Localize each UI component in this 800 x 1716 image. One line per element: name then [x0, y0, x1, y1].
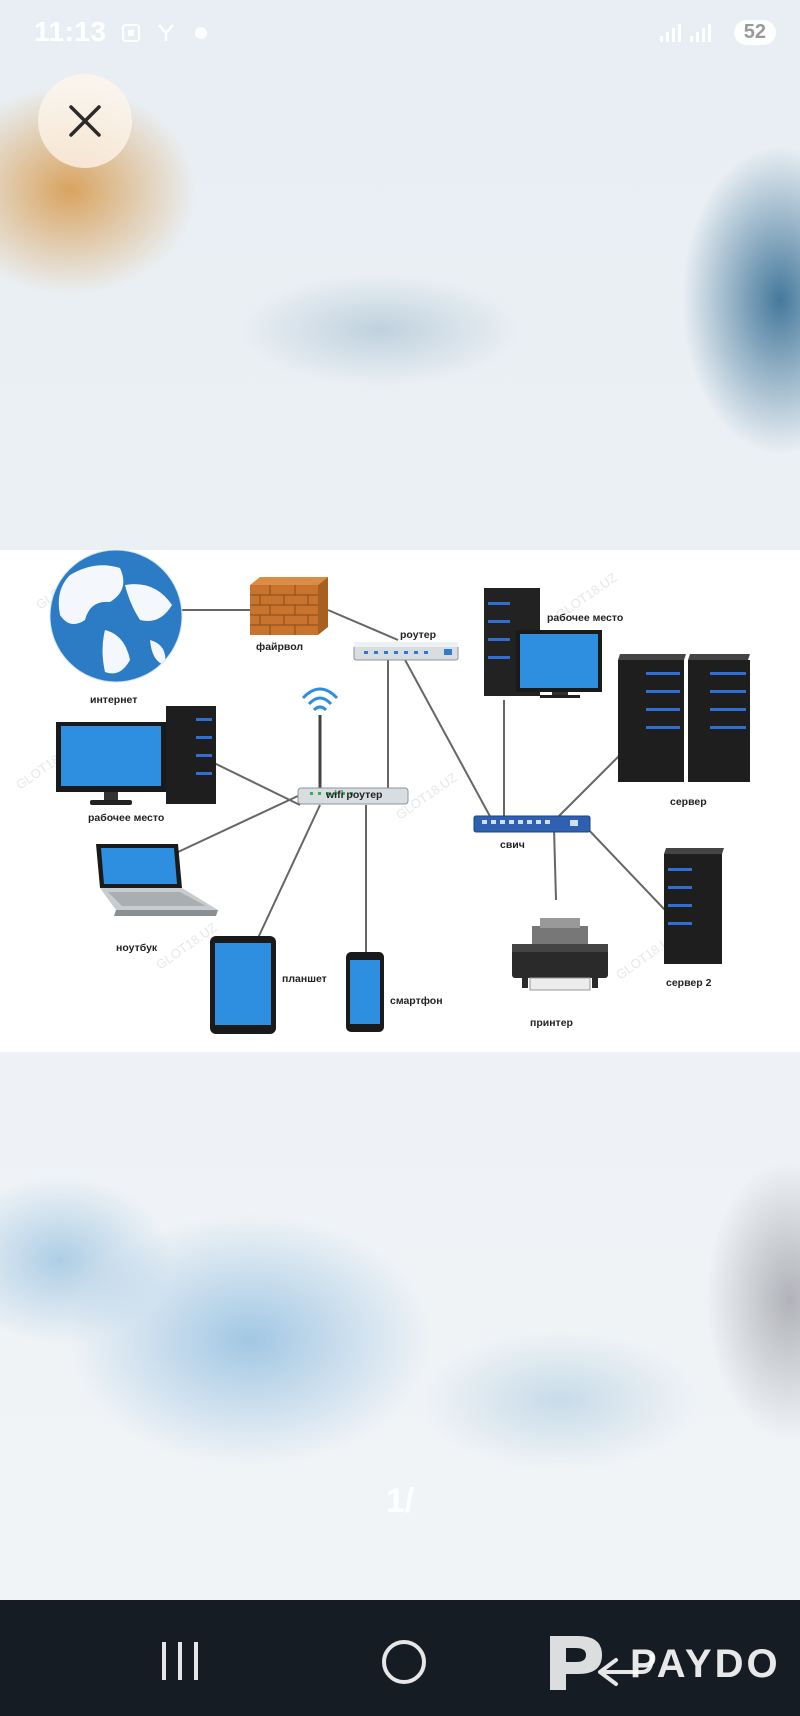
label-workstation-top: рабочее место [547, 612, 623, 624]
smartphone-icon [346, 952, 384, 1032]
svg-text:GLOT18.UZ: GLOT18.UZ [153, 920, 220, 973]
switch-device-icon [473, 815, 591, 833]
close-icon [69, 105, 101, 137]
label-server2: сервер 2 [666, 977, 712, 989]
label-printer: принтер [530, 1017, 573, 1029]
close-button[interactable] [38, 74, 132, 168]
paydo-logo-icon [550, 1636, 602, 1690]
label-laptop: ноутбук [116, 942, 158, 954]
y-icon [156, 22, 176, 50]
notification-icon [190, 22, 212, 50]
recent-apps-icon [162, 1642, 198, 1680]
label-internet: интернет [90, 694, 137, 706]
wifi-router-icon [297, 687, 409, 805]
tablet-icon [210, 936, 276, 1034]
label-router: роутер [400, 629, 436, 641]
workstation-top-pc-icon [484, 588, 602, 698]
screenshot-icon [120, 22, 142, 50]
network-diagram-image[interactable]: GLOT18.UZ GLOT18.UZ GLOT18.UZ GLOT18.UZ … [0, 550, 800, 1052]
paydo-logo-overlay: PAYDO [540, 1628, 790, 1698]
status-time: 11:13 [34, 16, 107, 47]
server-rack-icon [618, 654, 750, 782]
firewall-brick-icon [250, 577, 328, 635]
label-smartphone: смартфон [390, 995, 443, 1007]
label-tablet: планшет [282, 973, 327, 985]
recent-apps-button[interactable] [112, 1600, 252, 1716]
label-switch: свич [500, 839, 525, 851]
server2-tower-icon [664, 848, 724, 964]
signal-icon [658, 22, 682, 50]
back-button[interactable] [560, 1600, 700, 1716]
label-wifi-router: wifi роутер [325, 789, 382, 801]
battery-indicator: 52 [733, 20, 776, 45]
back-icon [598, 1654, 654, 1686]
laptop-icon [96, 844, 218, 916]
page-counter: 1/ [385, 1482, 415, 1520]
printer-icon [512, 918, 608, 991]
status-bar: 11:13 52 [0, 0, 800, 72]
workstation-left-pc-icon [56, 706, 216, 805]
label-workstation-left: рабочее место [88, 812, 164, 824]
label-firewall: файрвол [256, 641, 303, 653]
label-server: сервер [670, 796, 707, 808]
navigation-bar: PAYDO [0, 1600, 800, 1716]
home-icon [382, 1640, 426, 1684]
paydo-logo-text: PAYDO [630, 1642, 781, 1686]
router-device-icon [353, 642, 459, 661]
connections [177, 609, 666, 952]
internet-globe-icon [49, 550, 183, 683]
signal-icon-2 [688, 22, 712, 50]
home-button[interactable] [334, 1600, 474, 1716]
